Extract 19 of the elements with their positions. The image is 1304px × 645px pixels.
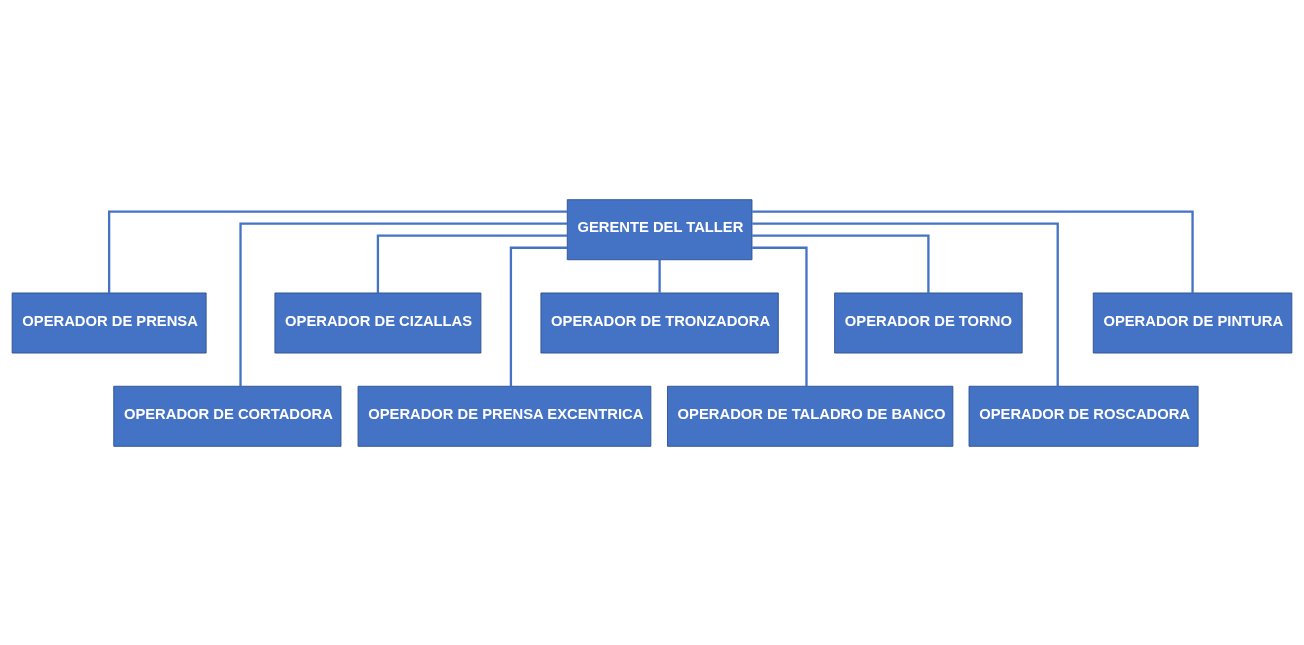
node-box: OPERADOR DE PRENSA EXCENTRICA — [357, 385, 652, 447]
connector — [752, 246, 808, 386]
connector — [658, 259, 661, 293]
node-box: OPERADOR DE TALADRO DE BANCO — [667, 385, 954, 447]
connector — [752, 210, 1194, 293]
connector — [376, 234, 567, 293]
connector — [752, 234, 930, 293]
connector — [752, 222, 1059, 386]
node-box: OPERADOR DE PRENSA — [11, 292, 207, 353]
node-box: OPERADOR DE TRONZADORA — [540, 292, 779, 353]
node-box: OPERADOR DE PINTURA — [1092, 292, 1293, 353]
connector — [509, 246, 568, 386]
node-box: OPERADOR DE TORNO — [834, 292, 1023, 353]
connector — [107, 210, 568, 293]
node-box: OPERADOR DE CIZALLAS — [274, 292, 482, 353]
node-box: OPERADOR DE ROSCADORA — [968, 385, 1199, 447]
node-box: OPERADOR DE CORTADORA — [113, 385, 342, 447]
node-box: GERENTE DEL TALLER — [566, 198, 753, 260]
connector — [239, 222, 568, 386]
